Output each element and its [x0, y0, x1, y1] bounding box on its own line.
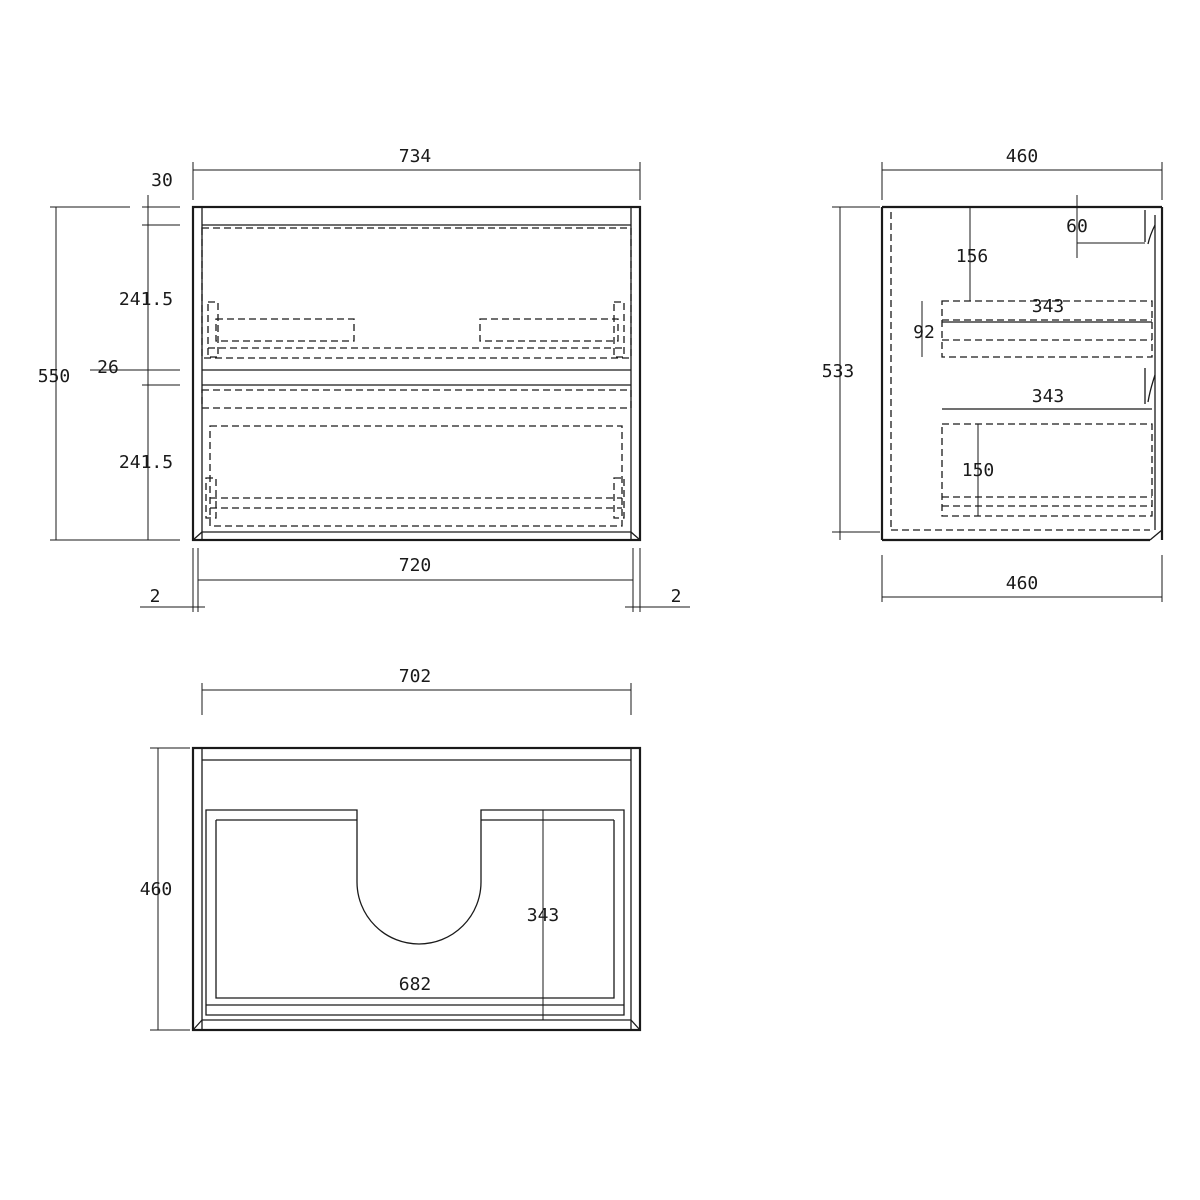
front-outer-frame: [191, 205, 642, 542]
dim-460-bottom-label: 460: [1006, 573, 1039, 594]
side-front-bevel: [1149, 529, 1163, 541]
top-drawer-outline-u-cutout: [205, 809, 625, 1016]
dim-550-label: 550: [38, 366, 71, 387]
front-upper-drawer-hidden: [201, 227, 632, 359]
front-upper-slide-right: [613, 301, 625, 358]
front-view: 734 550 30 241.5 26 241.5 720 2 2: [38, 146, 690, 612]
front-upper-runner-right: [479, 318, 619, 342]
front-upper-slide-left: [207, 301, 219, 358]
dim-702-label: 702: [399, 666, 432, 687]
dim-92-label: 92: [913, 322, 935, 343]
front-lower-front-hidden: [201, 389, 632, 409]
front-bottom-bevel-right: [630, 531, 641, 541]
side-handle-lower: [1144, 368, 1156, 404]
dim-2-left-label: 2: [150, 586, 161, 607]
side-handle-upper: [1144, 210, 1156, 245]
dim-343-lower-label: 343: [1032, 386, 1065, 407]
dim-26-label: 26: [97, 357, 119, 378]
side-view: 460 60 156 343 92 533 343 150 460: [822, 146, 1164, 602]
front-lower-slide-left: [205, 477, 217, 519]
front-upper-runner-left: [215, 318, 355, 342]
dim-60-label: 60: [1066, 216, 1088, 237]
top-front-bevel-left: [192, 1019, 203, 1031]
dim-460-top-view-label: 460: [140, 879, 173, 900]
dim-682-label: 682: [399, 974, 432, 995]
front-lower-drawer-hidden: [209, 425, 623, 527]
dim-533-label: 533: [822, 361, 855, 382]
top-view: 702 460 343 682: [140, 666, 642, 1032]
dim-720-label: 720: [399, 555, 432, 576]
top-outer-frame: [191, 746, 642, 1032]
side-upper-drawer-hidden: [941, 300, 1153, 358]
dim-156-label: 156: [956, 246, 989, 267]
dim-150-label: 150: [962, 460, 995, 481]
dim-343-top-view-label: 343: [527, 905, 560, 926]
top-drawer-inner-outline: [215, 819, 615, 999]
side-lower-drawer-hidden: [941, 423, 1153, 517]
dim-241-lower-label: 241.5: [119, 452, 173, 473]
dim-241-upper-label: 241.5: [119, 289, 173, 310]
dim-734-label: 734: [399, 146, 432, 167]
dim-343-upper-label: 343: [1032, 296, 1065, 317]
front-bottom-bevel-left: [192, 531, 203, 541]
front-lower-slide-right: [613, 477, 625, 519]
dim-460-top-label: 460: [1006, 146, 1039, 167]
dim-2-right-label: 2: [671, 586, 682, 607]
dim-30-label: 30: [151, 170, 173, 191]
top-front-bevel-right: [630, 1019, 641, 1031]
